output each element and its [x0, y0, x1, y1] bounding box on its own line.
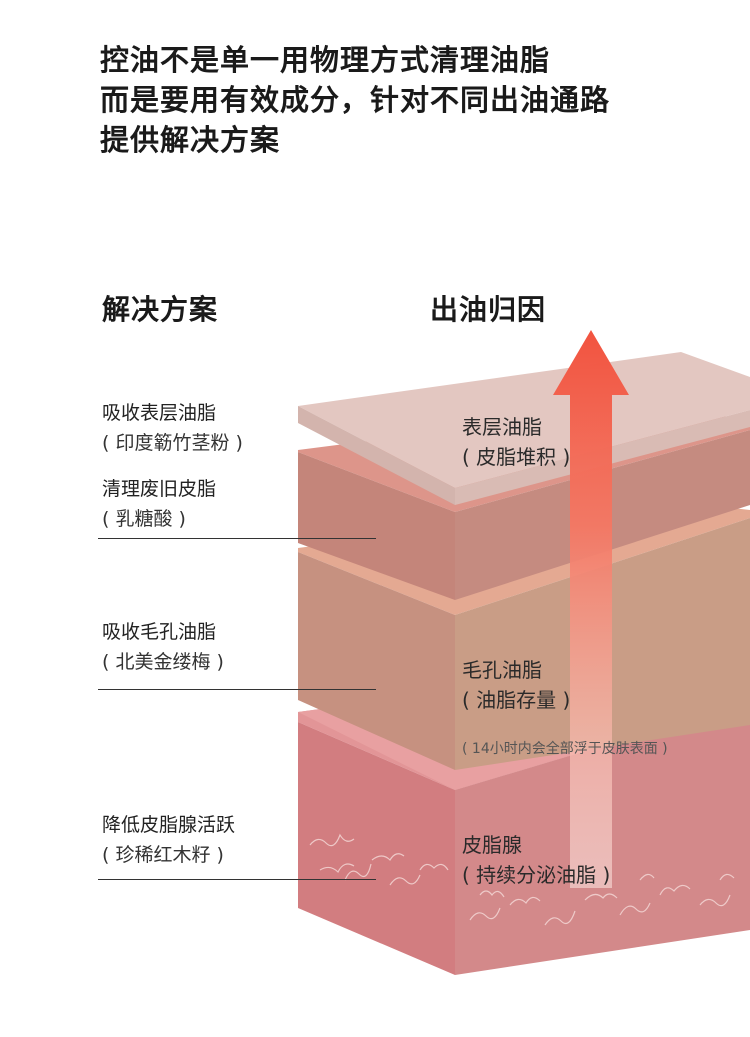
divider: [98, 538, 376, 539]
capillary-pattern: [309, 833, 735, 926]
layer-label-sebaceous: 皮脂腺 ( 持续分泌油脂 ): [462, 830, 610, 890]
layer-name: 皮脂腺: [462, 833, 522, 857]
solution-ingredient: ( 印度簕竹茎粉 ): [102, 432, 243, 454]
headline: 控油不是单一用物理方式清理油脂 而是要用有效成分，针对不同出油通路 提供解决方案: [100, 40, 610, 160]
divider: [98, 879, 376, 880]
solution-surface-oil: 吸收表层油脂 ( 印度簕竹茎粉 ): [102, 398, 243, 458]
solution-name: 降低皮脂腺活跃: [102, 814, 236, 836]
layer-label-surface: 表层油脂 ( 皮脂堆积 ): [462, 412, 570, 472]
headline-line-2: 而是要用有效成分，针对不同出油通路: [100, 83, 611, 117]
layer-name: 表层油脂: [462, 415, 542, 439]
solution-name: 吸收毛孔油脂: [102, 621, 217, 643]
upward-arrow: [553, 330, 629, 888]
layer-note-pore: ( 14小时内会全部浮于皮肤表面 ): [462, 741, 668, 757]
layer-label-pore: 毛孔油脂 ( 油脂存量 ): [462, 655, 570, 715]
layer-detail: ( 皮脂堆积 ): [462, 445, 571, 469]
layer-detail: ( 油脂存量 ): [462, 688, 571, 712]
layer-detail: ( 持续分泌油脂 ): [462, 863, 611, 887]
solution-old-sebum: 清理废旧皮脂 ( 乳糖酸 ): [102, 474, 216, 534]
solution-pore-oil: 吸收毛孔油脂 ( 北美金缕梅 ): [102, 617, 224, 677]
causes-title: 出油归因: [430, 293, 547, 326]
solution-ingredient: ( 乳糖酸 ): [102, 508, 186, 530]
divider: [98, 689, 376, 690]
solution-ingredient: ( 北美金缕梅 ): [102, 651, 224, 673]
headline-line-3: 提供解决方案: [100, 123, 281, 157]
solution-name: 清理废旧皮脂: [102, 478, 217, 500]
solution-sebaceous-gland: 降低皮脂腺活跃 ( 珍稀红木籽 ): [102, 810, 235, 870]
solution-name: 吸收表层油脂: [102, 402, 217, 424]
solutions-title: 解决方案: [102, 293, 219, 326]
layer-name: 毛孔油脂: [462, 658, 542, 682]
headline-line-1: 控油不是单一用物理方式清理油脂: [100, 43, 551, 77]
solution-ingredient: ( 珍稀红木籽 ): [102, 844, 224, 866]
